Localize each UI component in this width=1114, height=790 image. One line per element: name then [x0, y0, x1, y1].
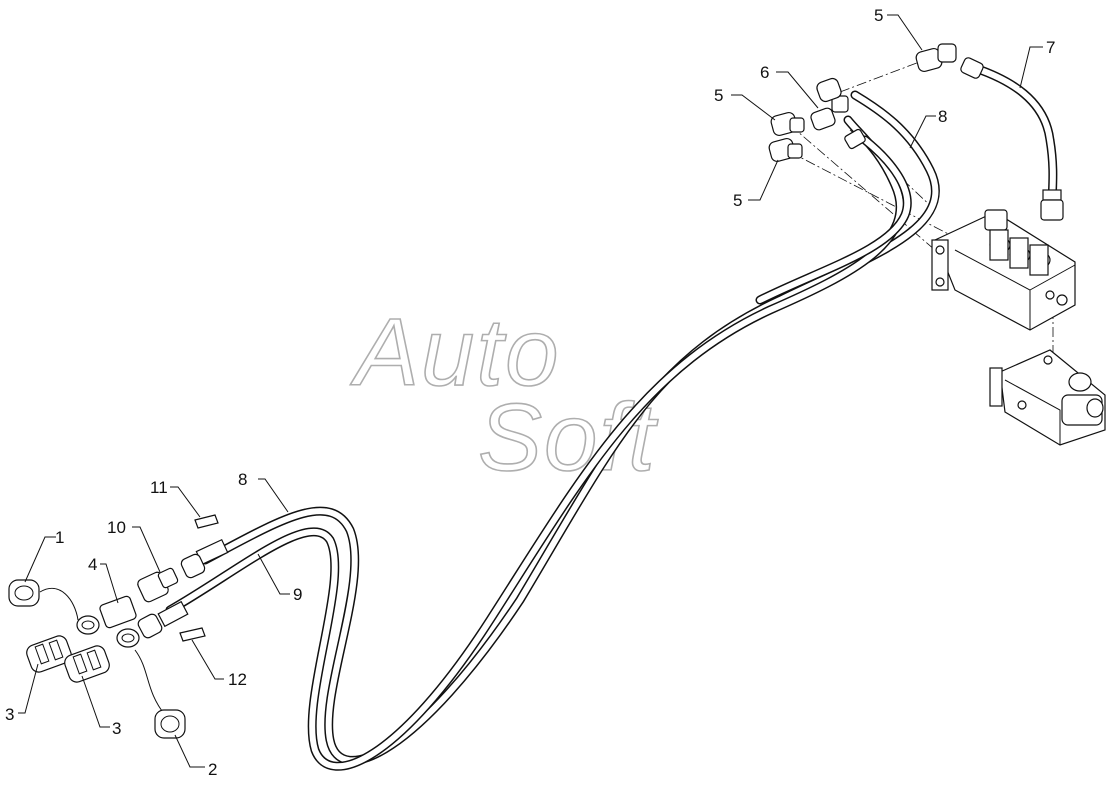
hose-end-fittings — [137, 538, 229, 639]
callout-leaders — [18, 14, 1043, 768]
callout-1: 1 — [55, 528, 64, 547]
adapter-10 — [137, 567, 179, 603]
label-tag-11 — [194, 514, 219, 529]
callout-5-middle: 5 — [714, 86, 723, 105]
callout-3-right: 3 — [112, 719, 121, 738]
watermark-line2: Soft — [478, 384, 658, 491]
watermark-line1: Auto — [350, 299, 560, 406]
callout-5-lower: 5 — [733, 191, 742, 210]
dust-cap-2 — [134, 649, 186, 739]
hose-7-ferrule — [1042, 189, 1062, 201]
elbow-fitting-5-middle — [770, 111, 805, 137]
hose-7-end-fitting — [960, 57, 984, 79]
callout-7: 7 — [1046, 38, 1055, 57]
callout-9: 9 — [293, 585, 302, 604]
label-tag-12 — [179, 627, 206, 642]
callout-3-left: 3 — [5, 705, 14, 724]
callout-4: 4 — [88, 555, 97, 574]
elbow-fitting-5-top — [915, 43, 957, 73]
callout-11: 11 — [150, 478, 168, 497]
adapter-4 — [99, 595, 137, 629]
hose-8 — [200, 90, 940, 765]
seal-rings — [76, 615, 140, 648]
secondary-valve-block — [989, 349, 1106, 446]
hose-7-nut — [1040, 199, 1064, 221]
quick-coupler-3-right — [64, 645, 110, 683]
callout-12: 12 — [228, 670, 247, 689]
elbow-fitting-5-lower — [768, 137, 803, 163]
control-valve-block — [931, 209, 1076, 331]
callout-2: 2 — [208, 760, 217, 779]
hose-8-return — [755, 135, 912, 305]
elbow-fitting-6 — [810, 77, 866, 150]
quick-coupler-3-left — [26, 635, 72, 673]
callout-6: 6 — [760, 63, 769, 82]
callout-8-lower: 8 — [238, 470, 247, 489]
watermark: Auto Soft — [349, 298, 658, 492]
dust-cap-1 — [8, 579, 79, 621]
callout-labels: 1 2 3 3 4 5 5 5 6 7 8 8 9 10 11 12 — [5, 6, 1055, 779]
callout-5-top: 5 — [874, 6, 883, 25]
hose-7 — [960, 57, 1064, 221]
callout-8-upper: 8 — [938, 107, 947, 126]
callout-10: 10 — [107, 518, 126, 537]
